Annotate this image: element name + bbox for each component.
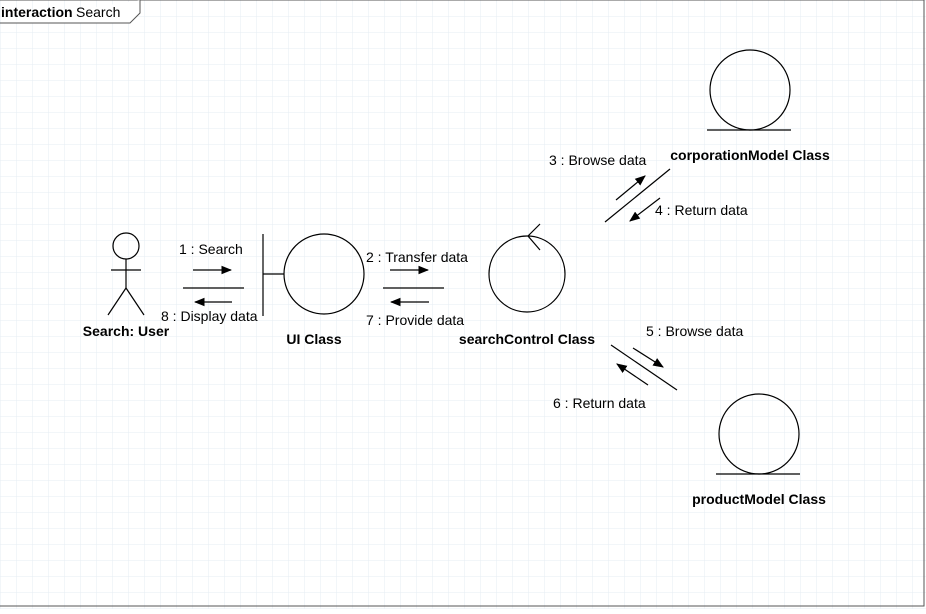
control-search-class[interactable]: searchControl Class bbox=[459, 223, 595, 347]
corporation-model-label: corporationModel Class bbox=[670, 147, 830, 163]
message-label-3: 3 : Browse data bbox=[549, 152, 646, 168]
message-label-1: 1 : Search bbox=[179, 241, 243, 257]
link-ui-control[interactable]: 2 : Transfer data 7 : Provide data bbox=[366, 249, 468, 328]
entity-icon bbox=[707, 49, 791, 131]
entity-icon bbox=[716, 393, 800, 475]
message-arrow-6 bbox=[616, 363, 649, 386]
message-label-8: 8 : Display data bbox=[161, 308, 258, 324]
link-user-ui[interactable]: 1 : Search 8 : Display data bbox=[161, 241, 258, 324]
link-control-corporation[interactable]: 3 : Browse data 4 : Return data bbox=[549, 152, 748, 223]
message-label-6: 6 : Return data bbox=[553, 395, 646, 411]
link-control-product[interactable]: 5 : Browse data 6 : Return data bbox=[553, 323, 743, 411]
message-label-7: 7 : Provide data bbox=[366, 312, 464, 328]
ui-class-label: UI Class bbox=[286, 331, 341, 347]
frame-keyword: interaction bbox=[1, 4, 73, 20]
control-icon bbox=[488, 223, 566, 313]
boundary-ui-class[interactable]: UI Class bbox=[262, 233, 365, 347]
boundary-icon bbox=[262, 233, 365, 316]
entity-product-model[interactable]: productModel Class bbox=[692, 393, 826, 507]
actor-user[interactable]: Search: User bbox=[83, 232, 170, 339]
product-model-label: productModel Class bbox=[692, 491, 826, 507]
link-line bbox=[604, 168, 671, 223]
actor-user-label: Search: User bbox=[83, 323, 170, 339]
message-arrow-5 bbox=[632, 347, 664, 368]
link-line bbox=[610, 344, 678, 391]
message-arrow-3 bbox=[615, 175, 646, 201]
message-label-5: 5 : Browse data bbox=[646, 323, 743, 339]
frame-name: Search bbox=[76, 4, 120, 20]
frame-title-tab: interaction Search bbox=[0, 0, 141, 24]
message-label-4: 4 : Return data bbox=[655, 202, 748, 218]
actor-icon bbox=[107, 232, 145, 316]
message-arrow-4 bbox=[629, 197, 661, 222]
message-label-2: 2 : Transfer data bbox=[366, 249, 468, 265]
search-control-label: searchControl Class bbox=[459, 331, 595, 347]
entity-corporation-model[interactable]: corporationModel Class bbox=[670, 49, 830, 163]
